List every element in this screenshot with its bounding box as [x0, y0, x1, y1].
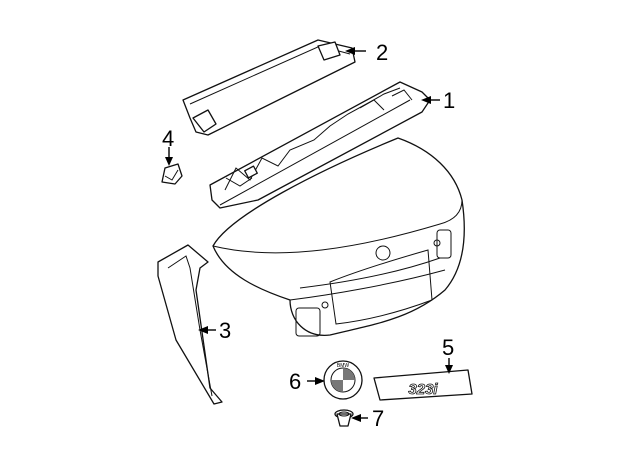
part-6-emblem: BMW: [323, 360, 363, 400]
badge-lettering: 323i: [408, 381, 438, 398]
part-1-bracket: [209, 81, 431, 209]
callout-1: 1: [443, 88, 455, 113]
leader-lines: [165, 47, 453, 422]
trunk-lid: [212, 137, 465, 337]
callout-7: 7: [372, 406, 384, 431]
callout-4: 4: [162, 126, 174, 151]
emblem-lettering: BMW: [337, 363, 350, 369]
callout-3: 3: [219, 318, 231, 343]
callout-5: 5: [442, 335, 454, 360]
part-2-trim-panel: [182, 39, 356, 136]
part-7-grommet: [334, 409, 354, 427]
part-4-clip: [161, 163, 183, 185]
part-5-badge: 323i: [373, 369, 473, 401]
callout-2: 2: [376, 40, 388, 65]
callout-6: 6: [289, 369, 301, 394]
part-3-side-trim: [157, 244, 223, 405]
